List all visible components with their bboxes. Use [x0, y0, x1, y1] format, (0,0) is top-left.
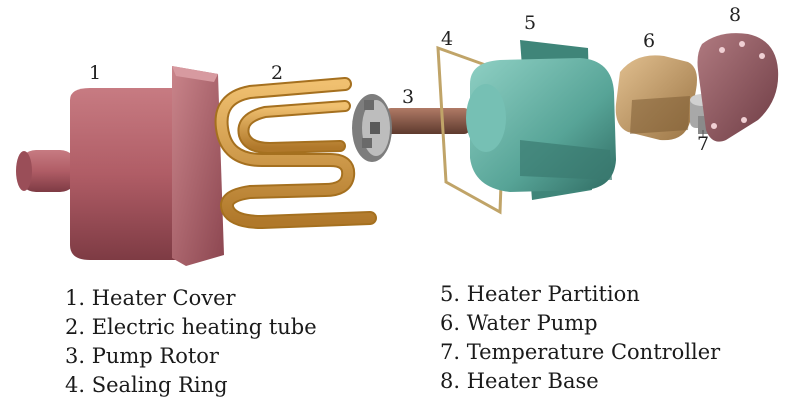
legend-left: 1. Heater Cover 2. Electric heating tube… [65, 284, 317, 400]
callout-5: 5 [524, 12, 537, 34]
water-pump-part [615, 55, 697, 141]
heating-tube-part [214, 77, 377, 230]
callout-2: 2 [271, 62, 284, 84]
legend-item-heating-tube: 2. Electric heating tube [65, 315, 317, 339]
legend-item-heater-partition: 5. Heater Partition [440, 282, 640, 306]
legend-item-heater-base: 8. Heater Base [440, 369, 599, 393]
legend-right: 5. Heater Partition 6. Water Pump 7. Tem… [440, 280, 720, 396]
callout-8: 8 [729, 4, 742, 26]
callout-1: 1 [89, 62, 102, 84]
heater-cover-part [16, 66, 224, 266]
pump-rotor-part [352, 94, 470, 162]
callout-7: 7 [697, 133, 710, 155]
callout-3: 3 [402, 86, 415, 108]
legend-item-heater-cover: 1. Heater Cover [65, 286, 236, 310]
exploded-diagram [16, 33, 779, 266]
legend-item-sealing-ring: 4. Sealing Ring [65, 373, 228, 397]
legend-item-temperature-controller: 7. Temperature Controller [440, 340, 721, 364]
callout-6: 6 [643, 30, 656, 52]
heater-partition-part [466, 40, 616, 200]
legend-item-pump-rotor: 3. Pump Rotor [65, 344, 219, 368]
callout-4: 4 [441, 28, 454, 50]
heater-base-part [697, 33, 779, 142]
legend-item-water-pump: 6. Water Pump [440, 311, 598, 335]
exploded-view-svg [16, 33, 779, 266]
